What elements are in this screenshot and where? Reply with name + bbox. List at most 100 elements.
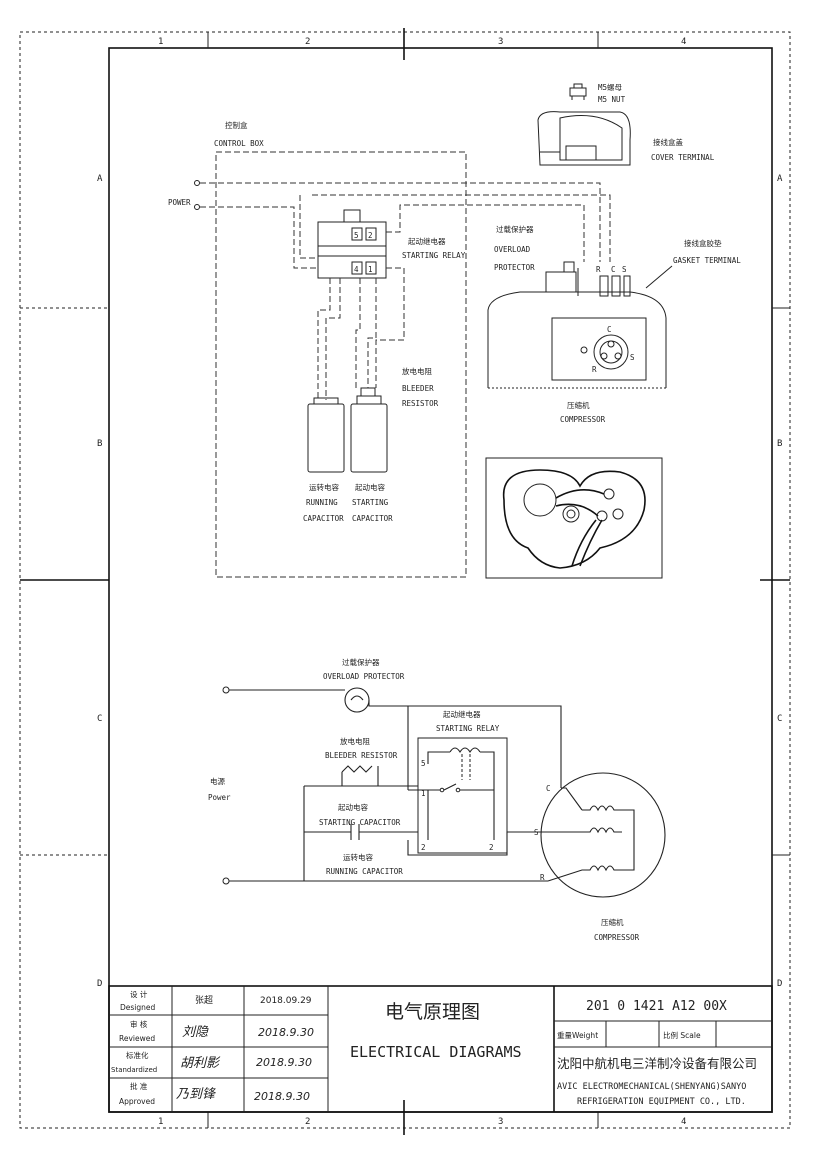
tb-standardized-signature: 胡利影 [180, 1056, 221, 1071]
sch-power-label-en: Power [208, 793, 231, 802]
tb-weight-label: 重量Weight [557, 1031, 598, 1040]
zone-col-1-top: 1 [158, 37, 163, 47]
tb-approved-en: Approved [119, 1097, 155, 1106]
electrical-schematic: 过载保护器 OVERLOAD PROTECTOR 起动继电器 STARTING … [208, 657, 666, 942]
overload-label-en1: OVERLOAD [494, 245, 531, 254]
zone-row-c-right: C [777, 714, 782, 724]
cover-terminal-label-cn: 接线盒盖 [653, 137, 683, 147]
bleeder-resistor-symbol [341, 765, 373, 773]
starting-cap-label-en2: CAPACITOR [352, 514, 393, 523]
zone-row-d-left: D [97, 979, 102, 989]
relay-pin-5: 5 [354, 231, 359, 240]
zone-markers: 1 2 3 4 1 2 3 4 A B C D A B C D [97, 37, 783, 1127]
tb-reviewed-signature: 刘隐 [182, 1025, 209, 1040]
terminal-photo-inset [485, 457, 663, 579]
zone-col-4-top: 4 [681, 37, 686, 47]
tb-title-en: ELECTRICAL DIAGRAMS [350, 1043, 522, 1061]
terminal-pin-s: S [622, 265, 627, 274]
relay-pin-4: 4 [354, 265, 359, 274]
gasket-label-en: GASKET TERMINAL [673, 256, 741, 265]
tb-company-cn: 沈阳中航机电三洋制冷设备有限公司 [557, 1056, 757, 1071]
sch-overload-label-en: OVERLOAD PROTECTOR [323, 672, 405, 681]
tb-standardized-date: 2018.9.30 [256, 1056, 312, 1069]
tb-reviewed-cn: 审 核 [130, 1019, 148, 1029]
overload-label-cn: 过载保护器 [496, 224, 534, 234]
starting-capacitor-drawing [350, 387, 388, 473]
zone-row-a-left: A [97, 174, 103, 184]
cover-terminal-label-en: COVER TERMINAL [651, 153, 715, 162]
tb-designed-date: 2018.09.29 [260, 996, 312, 1006]
sch-relay-label-cn: 起动继电器 [443, 709, 481, 719]
relay-box-symbol [417, 737, 508, 854]
bleeder-label-en2: RESISTOR [402, 399, 439, 408]
sch-relay-pin-2a: 2 [421, 843, 426, 852]
tb-scale-label: 比例 Scale [663, 1030, 701, 1040]
tb-designed-cn: 设 计 [130, 989, 148, 999]
compressor-motor-symbol [540, 772, 666, 898]
sch-power-label-cn: 电源 [210, 776, 225, 786]
compressor-label-en: COMPRESSOR [560, 415, 606, 424]
overload-protector-symbol [344, 687, 370, 713]
zone-col-3-bottom: 3 [498, 1117, 503, 1127]
sch-bleeder-label-en: BLEEDER RESISTOR [325, 751, 398, 760]
starting-relay-label-en: STARTING RELAY [402, 251, 466, 260]
tb-drawing-number: 201 0 1421 A12 00X [586, 999, 727, 1014]
terminal-face-c: C [607, 325, 612, 334]
tb-approved-date: 2018.9.30 [254, 1090, 310, 1103]
motor-terminal-c: C [546, 784, 551, 793]
zone-row-b-left: B [97, 439, 102, 449]
relay-pin-2: 2 [368, 231, 373, 240]
starting-relay-label-cn: 起动继电器 [408, 236, 446, 246]
gasket-label-cn: 接线盒胶垫 [684, 238, 722, 248]
sch-compressor-label-en: COMPRESSOR [594, 933, 640, 942]
starting-cap-label-cn: 起动电容 [355, 482, 385, 492]
terminal-pin-r: R [596, 265, 601, 274]
running-cap-label-en1: RUNNING [306, 498, 338, 507]
sch-starting-cap-label-en: STARTING CAPACITOR [319, 818, 401, 827]
terminal-pin-c: C [611, 265, 616, 274]
tb-reviewed-date: 2018.9.30 [258, 1026, 314, 1039]
sch-starting-cap-label-cn: 起动电容 [338, 802, 368, 812]
starting-cap-label-en1: STARTING [352, 498, 389, 507]
tb-company-en1: AVIC ELECTROMECHANICAL(SHENYANG)SANYO [557, 1082, 746, 1092]
sch-running-cap-label-en: RUNNING CAPACITOR [326, 867, 403, 876]
zone-col-3-top: 3 [498, 37, 503, 47]
zone-col-4-bottom: 4 [681, 1117, 686, 1127]
sch-compressor-label-cn: 压缩机 [601, 917, 624, 927]
tb-reviewed-en: Reviewed [119, 1034, 155, 1043]
running-cap-label-cn: 运转电容 [309, 482, 339, 492]
overload-label-en2: PROTECTOR [494, 263, 535, 272]
zone-row-d-right: D [777, 979, 782, 989]
sch-relay-pin-5: 5 [421, 759, 426, 768]
zone-row-b-right: B [777, 439, 782, 449]
overload-protector-drawing [545, 261, 579, 296]
sch-relay-pin-2b: 2 [489, 843, 494, 852]
m5-nut-drawing [569, 83, 587, 100]
cover-terminal-drawing [537, 111, 631, 166]
terminal-face-r: R [592, 365, 597, 374]
tb-company-en2: REFRIGERATION EQUIPMENT CO., LTD. [577, 1097, 746, 1107]
sch-overload-label-cn: 过载保护器 [342, 657, 380, 667]
starting-relay-drawing [317, 209, 387, 279]
tb-designer: 张超 [195, 994, 213, 1006]
tb-title-cn: 电气原理图 [385, 1001, 480, 1023]
m5-nut-label-cn: M5螺母 [598, 82, 623, 92]
title-block: 设 计 Designed 审 核 Reviewed 标准化 Standardiz… [108, 985, 773, 1113]
running-cap-label-en2: CAPACITOR [303, 514, 344, 523]
control-box-label-en: CONTROL BOX [214, 139, 264, 148]
bleeder-label-cn: 放电电阻 [402, 366, 432, 376]
sch-relay-pin-1: 1 [421, 789, 426, 798]
relay-pin-1: 1 [368, 265, 373, 274]
zone-row-c-left: C [97, 714, 102, 724]
sch-running-cap-label-cn: 运转电容 [343, 852, 373, 862]
pictorial-wiring: M5螺母 M5 NUT 接线盒盖 COVER TERMINAL 控制盒 CONT… [168, 82, 741, 579]
motor-terminal-s: S [534, 828, 539, 837]
zone-col-1-bottom: 1 [158, 1117, 163, 1127]
tb-standardized-en: Standardized [111, 1066, 157, 1074]
control-box-outline [215, 151, 467, 578]
bleeder-label-en1: BLEEDER [402, 384, 434, 393]
control-box-label-cn: 控制盒 [225, 120, 248, 130]
tb-standardized-cn: 标准化 [126, 1050, 149, 1060]
running-capacitor-drawing [307, 397, 345, 473]
